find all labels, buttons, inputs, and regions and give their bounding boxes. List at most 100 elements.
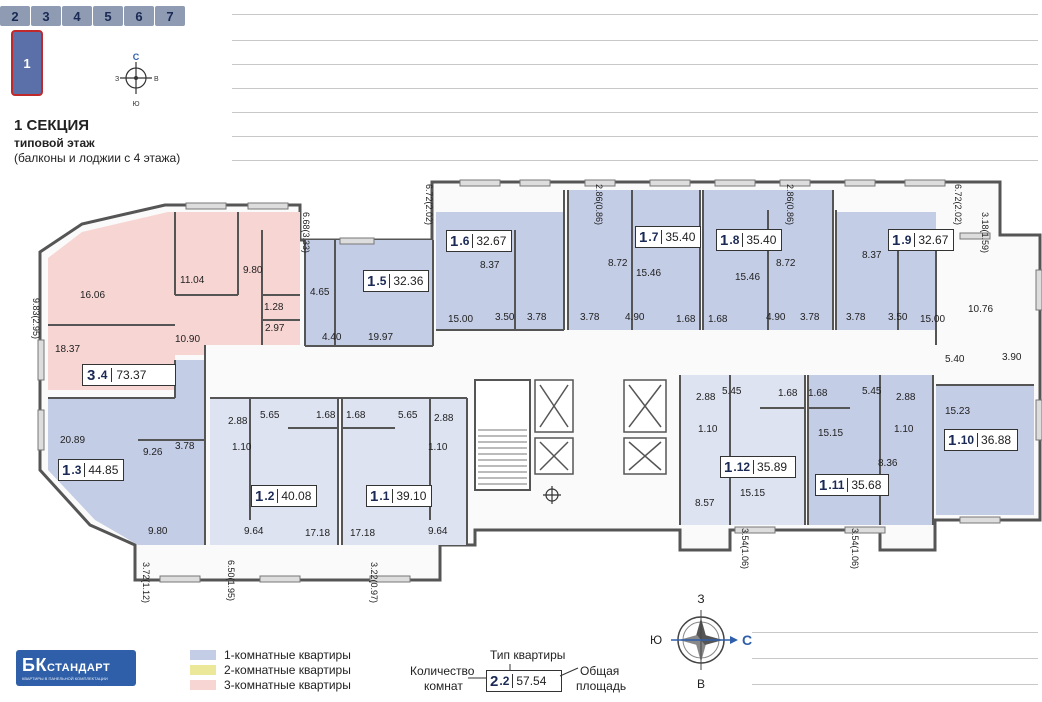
- smoke-vent-icon: [543, 486, 561, 504]
- apt-type: 5: [380, 274, 391, 288]
- compass-large-icon: З В Ю С: [650, 592, 752, 690]
- apt-type: 2: [268, 489, 279, 503]
- legend-swatch: [190, 665, 216, 675]
- section-tab-7[interactable]: 7: [155, 6, 185, 26]
- rule-line: [232, 40, 1038, 41]
- room-area: 2.88: [434, 413, 454, 424]
- compass-small-n: С: [133, 52, 140, 62]
- room-area: 15.15: [740, 488, 765, 499]
- section-tabs: 2 3 4 5 6 7: [0, 6, 186, 26]
- rule-line: [232, 64, 1038, 65]
- apt-type: 3: [75, 463, 86, 477]
- room-area: 1.10: [698, 424, 718, 435]
- apt-type: .: [97, 368, 101, 382]
- key-type-label: Тип квартиры: [490, 648, 566, 662]
- room-area: 2.88: [228, 416, 248, 427]
- room-area: 4.40: [322, 332, 342, 343]
- room-area: 1.68: [316, 410, 336, 421]
- apt-area: 32.67: [918, 233, 949, 247]
- room-area: 15.23: [945, 406, 970, 417]
- section-tab-3[interactable]: 3: [31, 6, 61, 26]
- balcony-area: 3.72(1.12): [141, 562, 151, 603]
- apt-type: 8: [733, 233, 744, 247]
- section-tab-2[interactable]: 2: [0, 6, 30, 26]
- room-area: 4.90: [766, 312, 786, 323]
- apt-type: 9: [905, 233, 916, 247]
- apartment-1-1-fill: [342, 398, 467, 545]
- room-area: 15.46: [735, 272, 760, 283]
- legend-item-3room: 3-комнатные квартиры: [190, 678, 351, 692]
- section-tab-6[interactable]: 6: [124, 6, 154, 26]
- room-area: 3.78: [846, 312, 866, 323]
- apt-rooms: 1: [720, 231, 729, 249]
- room-area: 1.10: [232, 442, 252, 453]
- room-areas: 16.06 11.04 9.80 1.28 2.97 10.90 18.37 4…: [55, 250, 1022, 539]
- apartment-1-11-fill: [808, 375, 933, 525]
- room-area: 11.04: [180, 275, 205, 286]
- balcony-area: 2.86(0.86): [594, 184, 604, 225]
- apt-area: 35.89: [757, 460, 788, 474]
- apt-type: 10: [961, 433, 979, 447]
- room-area: 9.26: [143, 447, 163, 458]
- apt-area: 40.08: [281, 489, 312, 503]
- legend-item-1room: 1-комнатные квартиры: [190, 648, 351, 662]
- apartment-1-12-fill: [680, 375, 805, 525]
- rule-line: [232, 112, 1038, 113]
- apt-area: 32.67: [476, 234, 507, 248]
- rule-line: [232, 88, 1038, 89]
- room-area: 8.37: [480, 260, 500, 271]
- logo-tagline: КВАРТИРЫ В ПАНЕЛЬНОЙ КОМПЛЕКТАЦИИ: [22, 676, 108, 681]
- balcony-area: 2.86(0.86): [785, 184, 795, 225]
- room-area: 16.06: [80, 290, 105, 301]
- section-tab-4[interactable]: 4: [62, 6, 92, 26]
- apt-rooms: 1: [892, 231, 901, 249]
- stairwell: [474, 379, 531, 491]
- section-tab-1-active[interactable]: 1: [11, 30, 43, 96]
- floor-subtitle: типовой этаж: [14, 136, 95, 150]
- apt-area: 36.88: [981, 433, 1012, 447]
- logo-sub: СТАНДАРТ: [46, 662, 111, 674]
- compass-large-right: С: [742, 632, 752, 648]
- rule-line: [752, 632, 1038, 633]
- legend-label: 3-комнатные квартиры: [224, 678, 351, 692]
- balcony-area: 9.83(2.95): [31, 298, 41, 339]
- balcony-area: 3.54(1.06): [740, 528, 750, 569]
- apt-rooms: 1: [370, 487, 379, 505]
- legend-swatch: [190, 680, 216, 690]
- room-area: 3.78: [527, 312, 547, 323]
- room-area: 15.46: [636, 268, 661, 279]
- key-sample-type: 2: [503, 674, 514, 688]
- balcony-area: 3.54(1.06): [850, 528, 860, 569]
- section-tab-5[interactable]: 5: [93, 6, 123, 26]
- room-area: 9.64: [428, 526, 448, 537]
- balcony-area: 6.72(2.02): [953, 184, 963, 225]
- key-sample-area: 57.54: [516, 674, 547, 688]
- apt-type: 4: [101, 368, 113, 382]
- legend-label: 1-комнатные квартиры: [224, 648, 351, 662]
- apartment-1-7-fill: [568, 190, 700, 330]
- room-area: 3.78: [175, 441, 195, 452]
- room-area: 1.10: [894, 424, 914, 435]
- apt-rooms: 1: [450, 232, 459, 250]
- compass-small-icon: С Ю З В: [115, 52, 159, 108]
- room-area: 8.57: [695, 498, 715, 509]
- room-area: 3.50: [495, 312, 515, 323]
- bk-standart-logo: БКСТАНДАРТ КВАРТИРЫ В ПАНЕЛЬНОЙ КОМПЛЕКТ…: [16, 650, 136, 686]
- apt-rooms: 3: [87, 366, 96, 384]
- balcony-area: 3.18(1.59): [980, 212, 990, 253]
- apartment-1-2-fill: [210, 398, 338, 545]
- balcony-areas: 9.83(2.95) 6.68(3.33) 6.72(2.02) 2.86(0.…: [31, 184, 990, 603]
- legend-swatch: [190, 650, 216, 660]
